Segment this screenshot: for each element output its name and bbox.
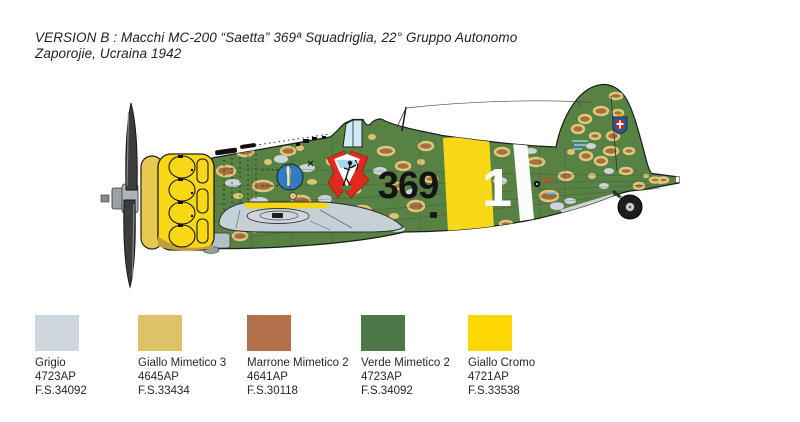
- fuselage-marker-dot-center: [536, 183, 538, 185]
- boarding-step: [430, 212, 437, 218]
- version-title-line1: VERSION B : Macchi MC-200 “Saetta” 369ª …: [35, 30, 518, 45]
- tail-wheel: [612, 189, 643, 220]
- cockpit-canopy: [342, 119, 363, 148]
- color-swatch-giallo-mimetico-3: Giallo Mimetico 3 4645AP F.S.33434: [138, 315, 250, 398]
- swatch-fs-number: F.S.33538: [468, 385, 520, 397]
- color-swatch-giallo-cromo: Giallo Cromo 4721AP F.S.33538: [468, 315, 580, 398]
- swatch-name: Marrone Mimetico 2: [247, 357, 349, 369]
- squadron-emblem: [326, 150, 370, 199]
- tail-nav-light: [675, 176, 680, 183]
- swatch-name: Giallo Mimetico 3: [138, 357, 227, 369]
- wing-leading-edge-yellow-strip: [244, 202, 330, 209]
- swatch-color-square: [35, 315, 79, 351]
- page-title: VERSION B : Macchi MC-200 “Saetta” 369ª …: [35, 30, 517, 62]
- swatch-color-square: [138, 315, 182, 351]
- white-fuselage-band: [513, 140, 534, 221]
- color-swatch-grigio: Grigio 4723AP F.S.34092: [35, 315, 147, 398]
- swatch-fs-number: F.S.30118: [247, 385, 298, 397]
- color-swatch-marrone-mimetico-2: Marrone Mimetico 2 4641AP F.S.30118: [247, 315, 359, 398]
- swatch-code: 4723AP: [35, 371, 76, 383]
- medallion-badge: [276, 163, 304, 200]
- swatch-code: 4641AP: [247, 371, 288, 383]
- individual-aircraft-number: 1: [482, 158, 512, 218]
- yellow-fuselage-band: [443, 135, 494, 232]
- antenna: [396, 100, 593, 132]
- color-swatch-verde-mimetico-2: Verde Mimetico 2 4723AP F.S.34092: [361, 315, 473, 398]
- swatch-code: 4721AP: [468, 371, 509, 383]
- rudder-hinge-line: [610, 95, 618, 172]
- swatch-fs-number: F.S.33434: [138, 385, 190, 397]
- swatch-name: Giallo Cromo: [468, 357, 536, 369]
- swatch-name: Verde Mimetico 2: [361, 357, 450, 369]
- swatch-color-square: [468, 315, 512, 351]
- propeller: [100, 102, 139, 289]
- swatch-name: Grigio: [35, 357, 66, 369]
- swatch-fs-number: F.S.34092: [35, 385, 87, 397]
- version-title-line2: Zaporojie, Ucraina 1942: [35, 46, 182, 61]
- engine-cowling: [140, 153, 231, 254]
- swatch-color-square: [247, 315, 291, 351]
- swatch-code: 4723AP: [361, 371, 402, 383]
- fin-badge: [612, 114, 628, 135]
- fuselage-code: 369: [378, 165, 438, 207]
- stencil-cross-mark: [307, 160, 314, 167]
- swatch-color-square: [361, 315, 405, 351]
- wing-root-fairing: [218, 201, 404, 233]
- gun-trough: [215, 136, 326, 156]
- red-arrow-stencil: [539, 178, 551, 182]
- swatch-fs-number: F.S.34092: [361, 385, 413, 397]
- stencil-text-marks: [546, 140, 588, 194]
- swatch-code: 4645AP: [138, 371, 179, 383]
